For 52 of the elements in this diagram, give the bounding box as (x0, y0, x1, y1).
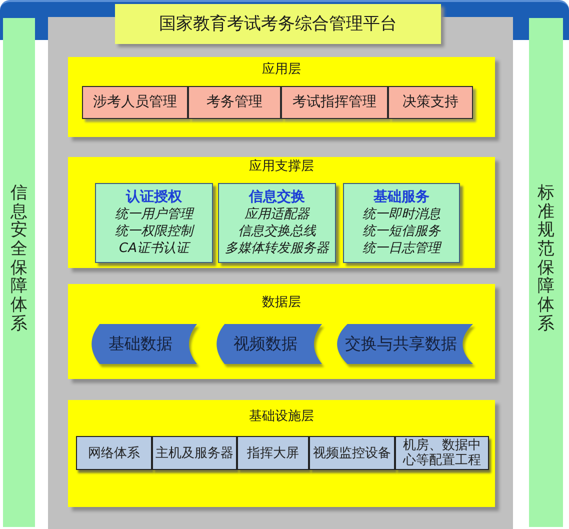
layer-panel (68, 400, 495, 507)
data-label: 基础数据 (108, 334, 172, 354)
facility-label: 主机及服务器 (156, 446, 234, 460)
module-label: 决策支持 (402, 94, 458, 111)
title-text: 国家教育考试考务综合管理平台 (159, 13, 397, 35)
service-item: 统一即时消息 (362, 206, 440, 223)
layer-title: 应用支撑层 (249, 159, 314, 175)
layer-panel (68, 284, 495, 379)
service-box (218, 183, 336, 263)
service-item: 统一短信服务 (362, 223, 440, 240)
layer-title: 数据层 (262, 295, 301, 311)
facility-label: 指挥大屏 (247, 446, 299, 460)
side-column (3, 18, 35, 527)
facility-label: 视频监控设备 (313, 446, 391, 460)
service-item: 信息交换总线 (238, 223, 316, 240)
facility-box (152, 436, 237, 470)
data-store-shape (90, 324, 197, 364)
service-item: 统一用户管理 (115, 206, 193, 223)
layer-title: 应用层 (262, 62, 301, 78)
module-box (82, 86, 188, 119)
module-label: 考务管理 (206, 94, 262, 111)
module-box (281, 86, 388, 119)
data-label: 交换与共享数据 (345, 334, 457, 354)
service-box (343, 183, 460, 263)
service-heading: 信息交换 (249, 189, 305, 206)
service-heading: 基础服务 (374, 189, 430, 206)
service-heading: 认证授权 (126, 189, 182, 206)
module-label: 涉考人员管理 (93, 94, 177, 111)
module-box (188, 86, 281, 119)
service-item: 统一日志管理 (362, 240, 440, 257)
facility-box (309, 436, 395, 470)
side-column (529, 18, 563, 527)
service-box (95, 183, 213, 263)
module-label: 考试指挥管理 (292, 94, 376, 111)
service-item: CA证书认证 (119, 240, 189, 257)
module-box (388, 86, 473, 119)
facility-box (395, 436, 489, 470)
data-label: 视频数据 (234, 334, 298, 354)
service-item: 应用适配器 (244, 206, 310, 223)
service-item: 统一权限控制 (115, 223, 193, 240)
facility-box (76, 436, 152, 470)
facility-box (237, 436, 309, 470)
vertical-label: 信息安全保障体系 (10, 184, 28, 334)
vertical-label: 标准规范保障体系 (538, 184, 554, 334)
data-store-shape (215, 324, 322, 364)
facility-label: 网络体系 (88, 446, 140, 460)
layer-panel (68, 57, 495, 137)
data-store-shape (335, 324, 473, 364)
facility-label: 机房、数据中心等配置工程 (402, 438, 482, 468)
layer-panel (68, 157, 495, 268)
service-item: 多媒体转发服务器 (225, 240, 329, 257)
layer-title: 基础设施层 (249, 409, 314, 425)
